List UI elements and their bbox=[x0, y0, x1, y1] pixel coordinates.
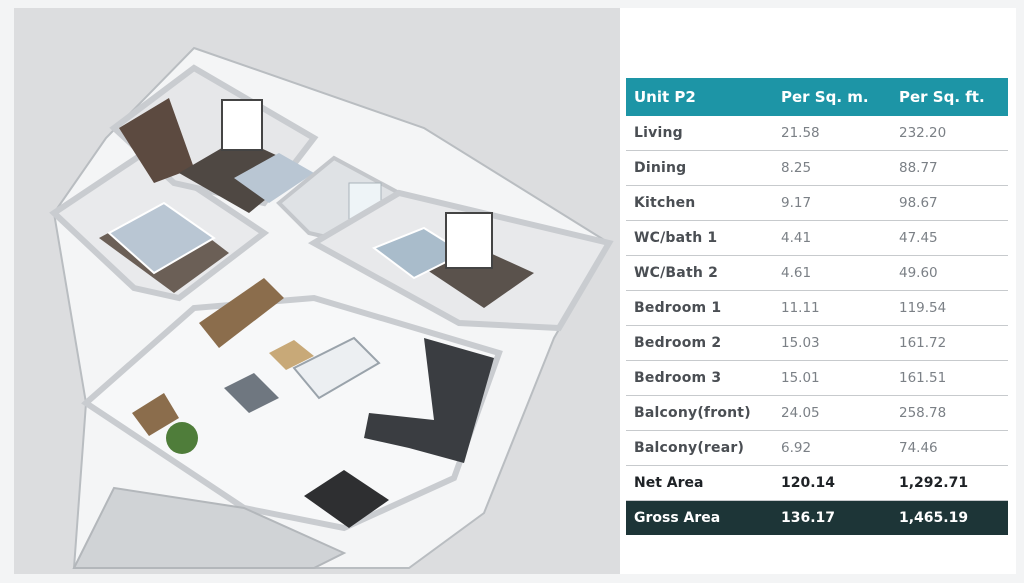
gross-area-label: Gross Area bbox=[626, 500, 773, 535]
area-sqm: 21.58 bbox=[773, 116, 891, 151]
table-row: Bedroom 3 15.01 161.51 bbox=[626, 360, 1008, 396]
room-name: Balcony(front) bbox=[626, 395, 773, 431]
area-sqm: 11.11 bbox=[773, 290, 891, 326]
area-sqft: 232.20 bbox=[891, 116, 1008, 151]
table-row: Balcony(rear) 6.92 74.46 bbox=[626, 430, 1008, 466]
area-sqft: 74.46 bbox=[891, 430, 1008, 466]
table-row: Kitchen 9.17 98.67 bbox=[626, 185, 1008, 221]
gross-area-sqm: 136.17 bbox=[773, 500, 891, 535]
table-row: Dining 8.25 88.77 bbox=[626, 150, 1008, 186]
area-sqft: 88.77 bbox=[891, 150, 1008, 186]
table-header-row: Unit P2 Per Sq. m. Per Sq. ft. bbox=[626, 78, 1008, 116]
table-row: WC/Bath 2 4.61 49.60 bbox=[626, 255, 1008, 291]
room-name: Dining bbox=[626, 150, 773, 186]
room-name: Balcony(rear) bbox=[626, 430, 773, 466]
bed-left bbox=[107, 201, 216, 275]
area-sqft: 161.72 bbox=[891, 325, 1008, 361]
table-row: Living 21.58 232.20 bbox=[626, 116, 1008, 151]
header-sqm: Per Sq. m. bbox=[773, 78, 891, 116]
gross-area-sqft: 1,465.19 bbox=[891, 500, 1008, 535]
area-sqm: 15.01 bbox=[773, 360, 891, 396]
net-area-sqm: 120.14 bbox=[773, 465, 891, 501]
area-sqm: 4.41 bbox=[773, 220, 891, 256]
room-name: WC/bath 1 bbox=[626, 220, 773, 256]
area-sqm: 4.61 bbox=[773, 255, 891, 291]
dining-table bbox=[304, 470, 389, 528]
area-table: Unit P2 Per Sq. m. Per Sq. ft. Living 21… bbox=[626, 78, 1008, 535]
room-name: Kitchen bbox=[626, 185, 773, 221]
area-sqft: 161.51 bbox=[891, 360, 1008, 396]
area-sqm: 8.25 bbox=[773, 150, 891, 186]
kitchen-counter bbox=[364, 338, 494, 463]
area-sqft: 49.60 bbox=[891, 255, 1008, 291]
floor-plan-panel bbox=[14, 8, 620, 574]
area-sqft: 47.45 bbox=[891, 220, 1008, 256]
area-sqm: 9.17 bbox=[773, 185, 891, 221]
gross-area-row: Gross Area 136.17 1,465.19 bbox=[626, 500, 1008, 535]
area-sqm: 15.03 bbox=[773, 325, 891, 361]
area-sqft: 98.67 bbox=[891, 185, 1008, 221]
plant bbox=[166, 422, 198, 454]
room-name: WC/Bath 2 bbox=[626, 255, 773, 291]
net-area-sqft: 1,292.71 bbox=[891, 465, 1008, 501]
bed-top bbox=[234, 153, 314, 203]
floor-plan-render bbox=[49, 46, 614, 569]
sofa bbox=[292, 336, 381, 400]
area-table-panel: Unit P2 Per Sq. m. Per Sq. ft. Living 21… bbox=[620, 8, 1016, 574]
room-name: Bedroom 1 bbox=[626, 290, 773, 326]
area-sqm: 6.92 bbox=[773, 430, 891, 466]
area-sqft: 258.78 bbox=[891, 395, 1008, 431]
wardrobe bbox=[119, 98, 194, 183]
table-row: Bedroom 1 11.11 119.54 bbox=[626, 290, 1008, 326]
table-row: Bedroom 2 15.03 161.72 bbox=[626, 325, 1008, 361]
window-top bbox=[221, 99, 263, 151]
header-sqft: Per Sq. ft. bbox=[891, 78, 1008, 116]
table-row: WC/bath 1 4.41 47.45 bbox=[626, 220, 1008, 256]
area-sqm: 24.05 bbox=[773, 395, 891, 431]
table-row: Balcony(front) 24.05 258.78 bbox=[626, 395, 1008, 431]
room-name: Living bbox=[626, 116, 773, 151]
balcony-front bbox=[72, 486, 347, 569]
room-name: Bedroom 2 bbox=[626, 325, 773, 361]
armchair bbox=[224, 373, 279, 413]
window-right bbox=[445, 212, 493, 269]
tv-unit bbox=[199, 278, 284, 348]
room-name: Bedroom 3 bbox=[626, 360, 773, 396]
side-cabinet bbox=[132, 393, 179, 436]
header-unit: Unit P2 bbox=[626, 78, 773, 116]
net-area-label: Net Area bbox=[626, 465, 773, 501]
net-area-row: Net Area 120.14 1,292.71 bbox=[626, 465, 1008, 501]
coffee-table bbox=[269, 340, 314, 370]
area-sqft: 119.54 bbox=[891, 290, 1008, 326]
